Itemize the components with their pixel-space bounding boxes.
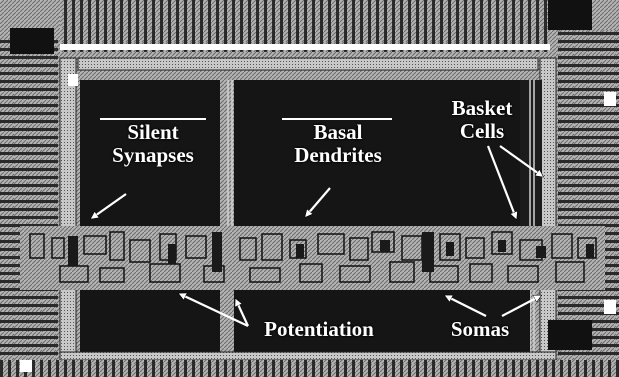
right-pad-column (558, 30, 619, 377)
bottom-pad-ring (0, 360, 619, 377)
arrow-basket-cells-2 (499, 145, 542, 176)
corner-block-top-left (10, 28, 54, 54)
arrow-somas-1 (446, 296, 487, 317)
arrow-potentiation-1 (180, 294, 249, 327)
label-basket-cells: Basket Cells (432, 97, 532, 143)
circuit-row (20, 226, 605, 290)
label-potentiation: Potentiation (264, 317, 374, 341)
label-silent-synapses: Silent Synapses (94, 121, 212, 167)
right-inner-rail (539, 57, 557, 359)
corner-marker-white-left (68, 74, 78, 86)
corner-marker-white (604, 92, 616, 106)
corner-block-right-bottom (548, 320, 592, 350)
annotation-arrows (92, 145, 542, 327)
dark-region-left (80, 80, 220, 226)
top-pad-ring (60, 0, 550, 52)
arrow-basal-dendrites (306, 187, 331, 216)
label-basal-dendrites: Basal Dendrites (276, 121, 400, 167)
label-silent-synapses-line1: Silent (127, 120, 179, 144)
arrow-basket-cells-1 (486, 145, 516, 218)
left-pad-column (0, 40, 58, 377)
top-white-rail (60, 44, 550, 50)
dark-region-middle (234, 80, 530, 226)
circuit-dark-blocks (68, 232, 594, 272)
label-basal-dendrites-line1: Basal (313, 120, 363, 144)
label-silent-synapses-line2: Synapses (112, 143, 194, 167)
left-inner-rail (59, 57, 77, 359)
label-basket-cells-line1: Basket (451, 96, 513, 120)
lower-bus (220, 290, 234, 352)
label-basket-cells-line2: Cells (459, 119, 505, 143)
corner-block-top-right (548, 0, 592, 30)
bottom-corner-white (20, 360, 32, 372)
label-basal-dendrites-line2: Dendrites (294, 143, 382, 167)
label-somas: Somas (450, 317, 510, 341)
dark-region-right-strip (520, 80, 542, 226)
arrow-silent-synapses (92, 193, 127, 218)
bottom-rail (59, 351, 557, 361)
arrow-potentiation-2 (236, 300, 249, 327)
top-inner-bar (77, 57, 539, 71)
arrow-somas-2 (501, 296, 540, 317)
corner-marker-white-lower (604, 300, 616, 314)
vertical-bus-1 (220, 80, 234, 226)
